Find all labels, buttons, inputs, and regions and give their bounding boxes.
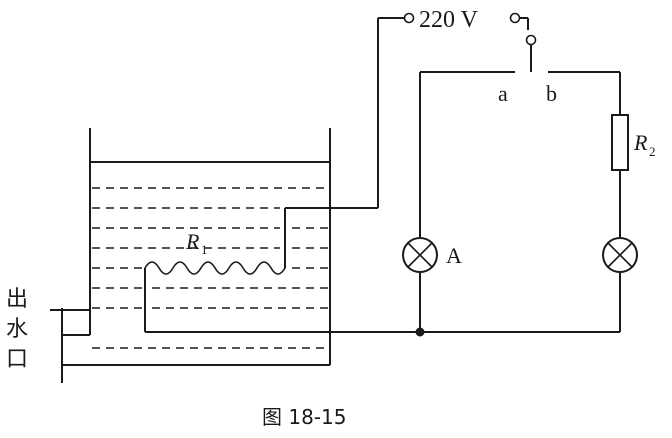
return-wire <box>145 327 620 337</box>
supply-wire <box>377 12 415 208</box>
lamp-a-label: A <box>446 243 462 268</box>
contact-b-label: b <box>546 81 557 106</box>
heater-coil <box>144 261 286 275</box>
heater-r1 <box>144 207 378 332</box>
resistor-r2-icon <box>611 114 629 171</box>
contact-a-label: a <box>498 81 508 106</box>
terminal-right <box>509 12 521 24</box>
r1-subscript: 1 <box>201 242 208 257</box>
r2-subscript: 2 <box>649 144 656 159</box>
selector-switch <box>420 17 620 73</box>
outlet-label-1: 出 <box>6 287 28 312</box>
outlet-label-2: 水 <box>6 317 28 342</box>
branch-a <box>402 72 438 332</box>
water-outlet-pipe <box>50 308 90 383</box>
water-tank <box>62 128 331 366</box>
terminal-left <box>403 12 415 24</box>
r2-symbol: R <box>633 130 648 155</box>
supply-voltage-label: 220 V <box>419 7 479 33</box>
r1-symbol: R <box>185 229 200 254</box>
junction-dot <box>415 327 425 337</box>
outlet-label-3: 口 <box>6 347 28 372</box>
figure-caption: 图 18-15 <box>262 405 346 429</box>
switch-pivot <box>525 34 537 46</box>
branch-b <box>602 72 638 332</box>
water-body <box>92 187 328 349</box>
